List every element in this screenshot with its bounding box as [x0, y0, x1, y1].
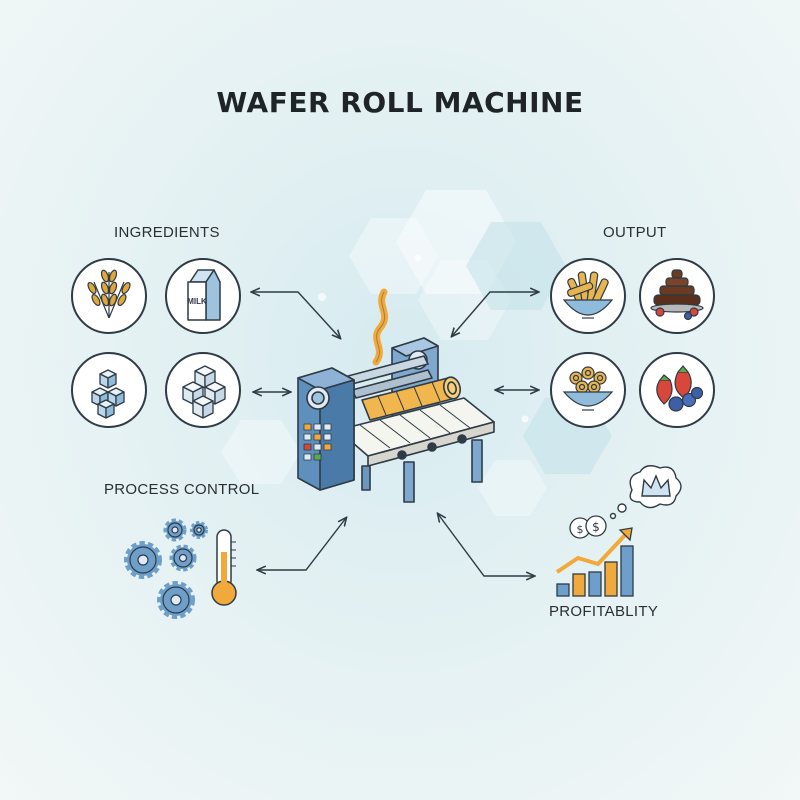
output-label: OUTPUT — [603, 224, 667, 241]
sugar-cubes-icon — [182, 365, 226, 419]
output-circle-wafer-bowl-1 — [550, 258, 626, 334]
ingredient-circle-sugar-2 — [165, 352, 241, 428]
thermometer-icon — [211, 529, 237, 606]
background-hexagons — [221, 190, 612, 516]
svg-text:$: $ — [592, 520, 600, 534]
page-title: WAFER ROLL MACHINE — [216, 86, 584, 119]
wheat-icon — [87, 269, 131, 319]
svg-text:$: $ — [577, 523, 584, 536]
wafer-machine-icon — [297, 288, 495, 503]
control-buttons — [303, 423, 332, 461]
milk-carton-icon: MILK — [187, 269, 221, 321]
connector-arrows — [252, 292, 538, 576]
ingredient-circle-wheat — [71, 258, 147, 334]
ingredients-label: INGREDIENTS — [114, 224, 220, 241]
growth-bar-chart-icon — [555, 527, 634, 597]
profitability-label: PROFITABLITY — [549, 603, 659, 620]
gears-icon — [124, 518, 208, 619]
wafer-rolls-bowl-icon — [562, 271, 614, 319]
coins-icon: $ $ — [569, 515, 607, 539]
milk-carton-text: MILK — [187, 297, 207, 306]
crown-thought-bubble-icon — [609, 465, 682, 520]
ingredient-circle-sugar-1 — [71, 352, 147, 428]
output-circle-berries — [639, 352, 715, 428]
ingredient-circle-milk: MILK — [165, 258, 241, 334]
process-control-label: PROCESS CONTROL — [104, 481, 260, 498]
output-circle-wafer-bowl-2 — [550, 352, 626, 428]
output-circle-chocolate — [639, 258, 715, 334]
wafer-roll-icon — [361, 376, 462, 421]
berries-icon — [656, 365, 704, 412]
sugar-cubes-icon — [91, 369, 125, 419]
chocolate-fountain-icon — [650, 269, 704, 321]
wafer-rolls-bowl-icon — [562, 366, 614, 411]
